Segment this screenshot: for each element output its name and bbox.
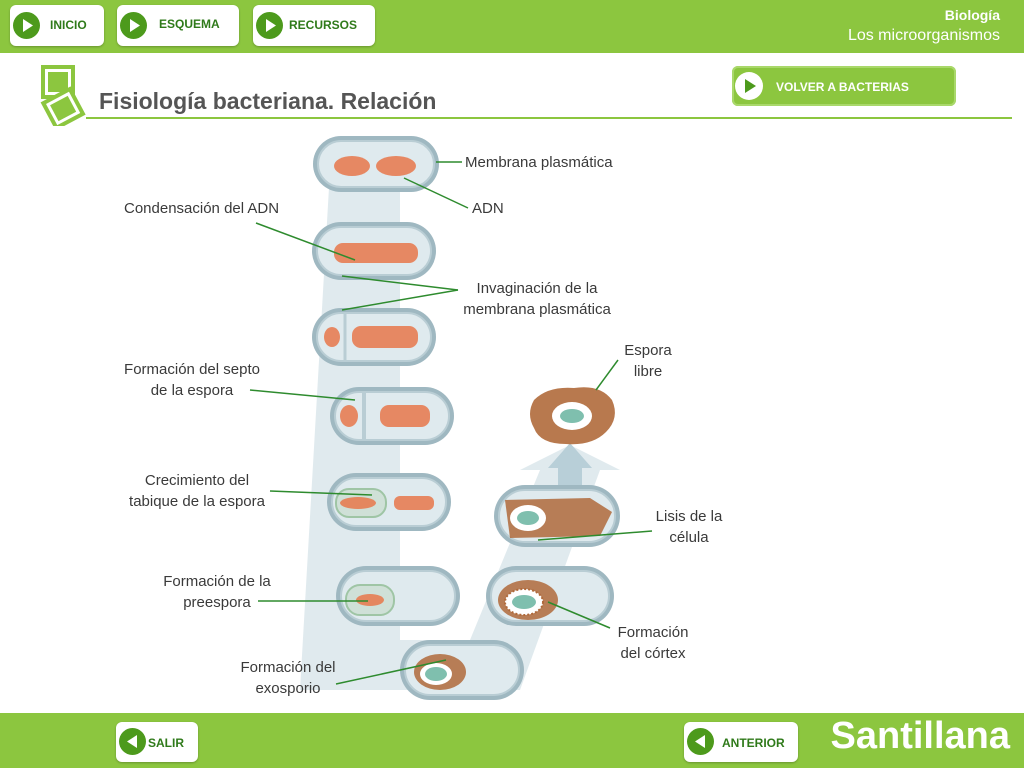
recursos-label: RECURSOS [289, 18, 358, 32]
santillana-logo: Santillana [830, 715, 1011, 757]
up-arrow-head [548, 443, 592, 490]
play-arrow-icon [735, 72, 763, 100]
salir-button[interactable]: SALIR [116, 722, 198, 762]
back-arrow-icon [119, 728, 146, 755]
recursos-button[interactable]: RECURSOS [253, 5, 375, 46]
anterior-label: ANTERIOR [722, 736, 785, 750]
esquema-button[interactable]: ESQUEMA [117, 5, 239, 46]
cell-stage-8 [486, 566, 614, 626]
volver-a-bacterias-label: VOLVER A BACTERIAS [776, 80, 909, 94]
label-membrana-plasmatica: Membrana plasmática [465, 154, 613, 171]
esquema-label: ESQUEMA [159, 17, 220, 31]
play-arrow-icon [256, 12, 283, 39]
label-crecimiento-tabique: Crecimiento del tabique de la espora [129, 472, 265, 510]
volver-a-bacterias-button[interactable]: VOLVER A BACTERIAS [732, 66, 956, 106]
label-condensacion-adn: Condensación del ADN [124, 200, 280, 217]
label-invaginacion: Invaginación de la membrana plasmática [463, 280, 611, 318]
free-spore [530, 387, 615, 445]
page-title: Fisiología bacteriana. Relación [99, 88, 437, 114]
cell-stage-3 [312, 308, 436, 366]
salir-label: SALIR [148, 736, 184, 750]
anterior-button[interactable]: ANTERIOR [684, 722, 798, 762]
back-arrow-icon [687, 728, 714, 755]
process-flow-arrow [300, 170, 620, 690]
cell-stage-6 [336, 566, 460, 626]
cell-stage-9 [494, 485, 620, 547]
cell-stage-7 [400, 640, 524, 700]
label-septo: Formación del septo de la espora [124, 361, 260, 399]
label-espora-libre: Espora libre [624, 342, 672, 380]
leader-lines [249, 161, 653, 685]
cell-stage-5 [327, 473, 451, 531]
title-divider [86, 117, 1012, 119]
cell-stage-1 [313, 136, 439, 192]
cell-stage-2 [312, 222, 436, 280]
cell-stage-4 [330, 387, 454, 445]
label-adn: ADN [472, 200, 504, 217]
inicio-label: INICIO [50, 18, 87, 32]
label-preespora: Formación de la preespora [163, 573, 271, 611]
play-arrow-icon [13, 12, 40, 39]
topic-name: Los microorganismos [847, 27, 1000, 44]
play-arrow-icon [120, 12, 147, 39]
subject-name: Biología [944, 7, 1000, 23]
label-exosporio: Formación del exosporio [240, 659, 336, 697]
top-navigation-bar: INICIO ESQUEMA RECURSOS Biología Los mic… [0, 0, 1024, 53]
inicio-button[interactable]: INICIO [10, 5, 104, 46]
label-lisis-celula: Lisis de la célula [655, 508, 723, 546]
label-cortex: Formación del córtex [617, 624, 689, 662]
title-squares-icon [40, 65, 86, 126]
bottom-navigation-bar: SALIR ANTERIOR Santillana [0, 713, 1024, 768]
